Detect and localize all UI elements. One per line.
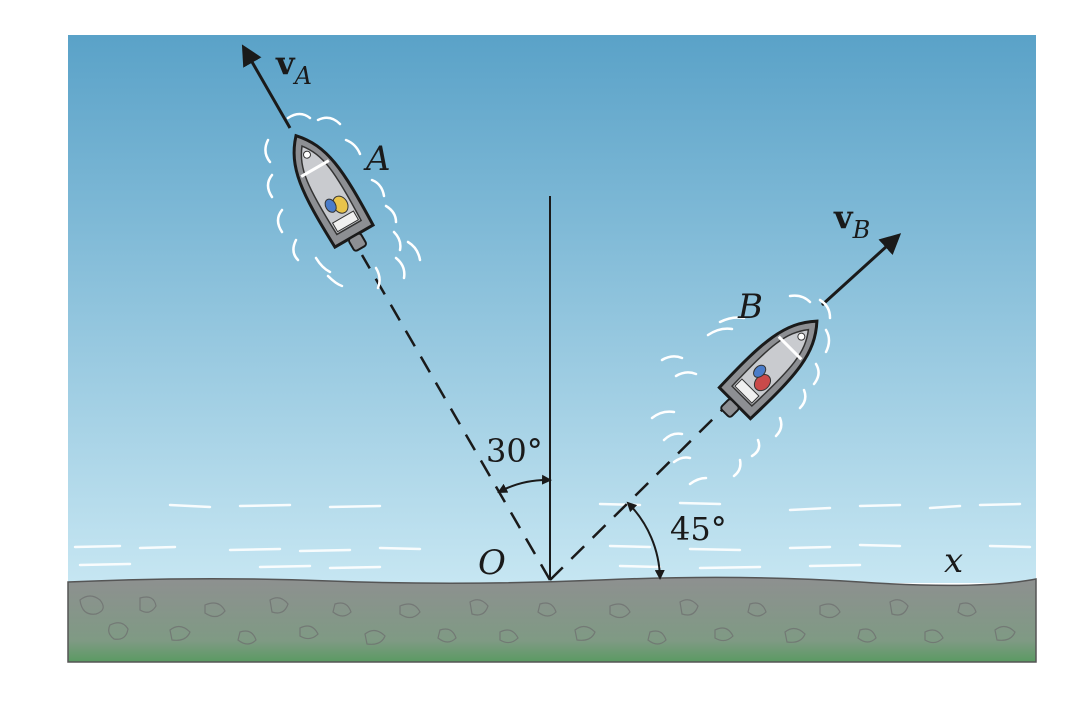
path-line-b <box>549 409 723 581</box>
angle-arc-b <box>626 501 665 580</box>
angle-b-label: 45° <box>670 510 727 548</box>
boat-a <box>292 133 376 252</box>
velocity-b-label: vB <box>833 198 870 244</box>
water-ripples <box>73 501 1032 570</box>
angle-a-label: 30° <box>486 432 543 470</box>
water <box>68 35 1036 583</box>
boat-b-wake <box>650 294 832 486</box>
velocity-arrow-b <box>820 233 902 307</box>
path-line-a <box>360 254 552 581</box>
boat-a-label: A <box>363 139 391 179</box>
angle-arc-a <box>497 474 552 493</box>
boat-b <box>717 319 819 421</box>
shore-rocks <box>79 595 1016 645</box>
shoreline <box>67 576 1037 663</box>
origin-label: O <box>478 543 506 583</box>
boat-b-label: B <box>737 287 763 327</box>
x-axis-label: x <box>944 541 963 581</box>
velocity-a-label: vA <box>275 44 312 90</box>
boat-a-wake <box>264 112 422 290</box>
velocity-arrow-a <box>241 44 292 129</box>
